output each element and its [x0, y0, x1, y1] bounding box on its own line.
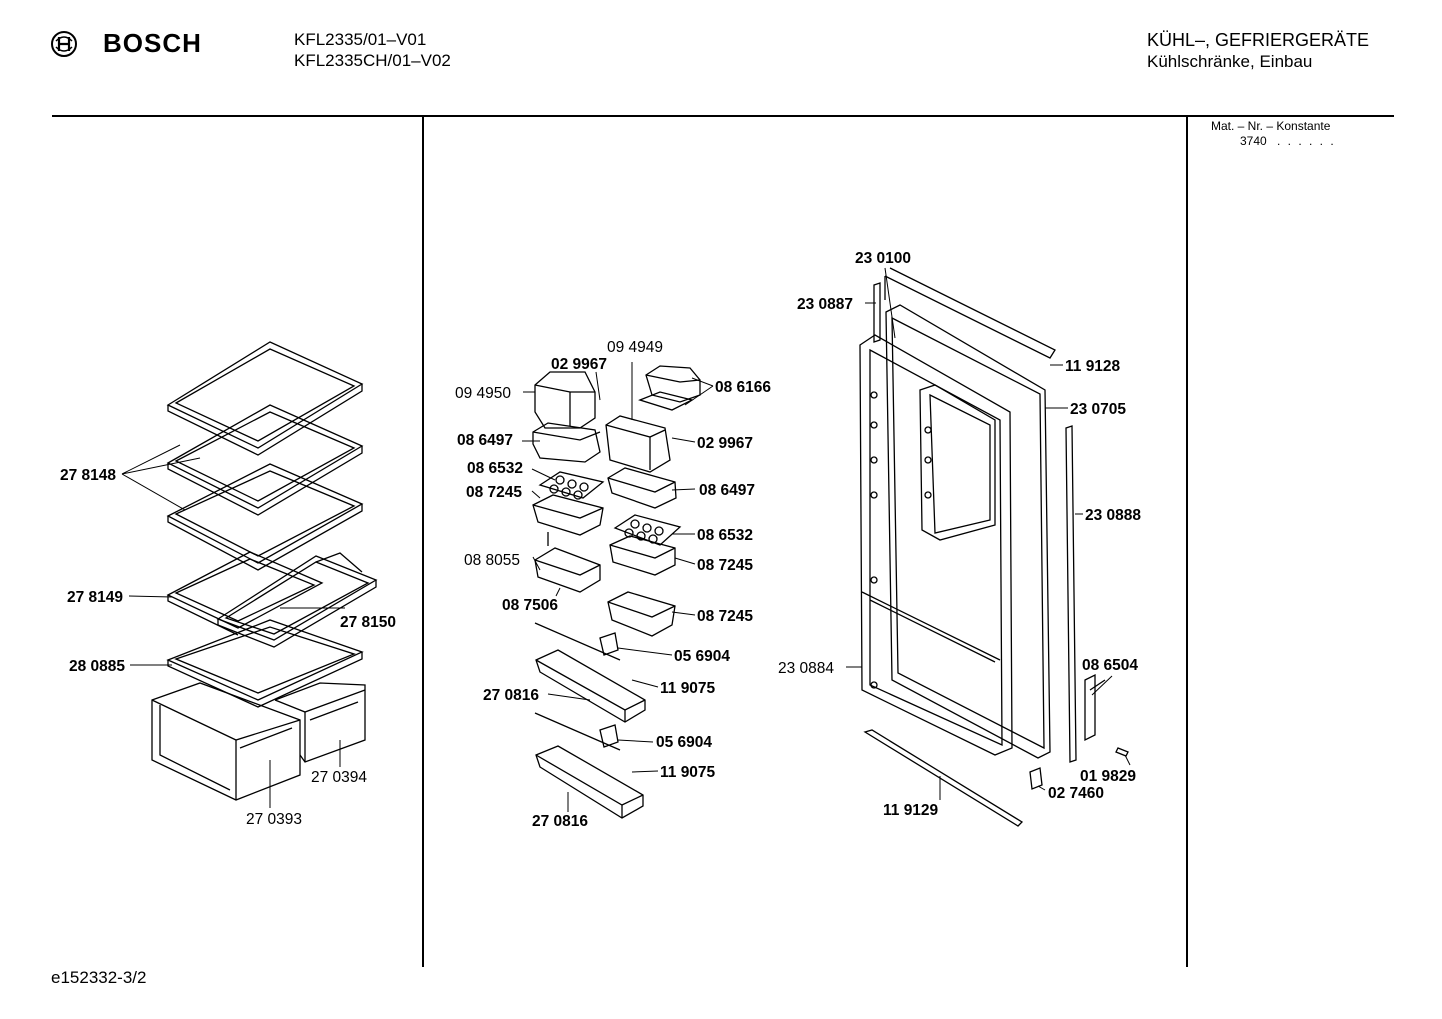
part-label-270816-a: 27 0816 [483, 687, 539, 704]
part-label-119128: 11 9128 [1065, 358, 1121, 375]
butter-compartment-left [534, 371, 596, 429]
crisper-drawer-right [274, 682, 366, 763]
door-assembly [859, 267, 1129, 827]
part-label-270393: 27 0393 [246, 811, 302, 828]
leader-lines [121, 267, 1131, 812]
door-stop [1029, 767, 1043, 790]
part-label-230888: 23 0888 [1085, 507, 1141, 524]
bottom-rail [863, 729, 1024, 827]
part-label-086497-b: 08 6497 [699, 482, 755, 499]
door-tray-upper [535, 649, 646, 723]
screw [1115, 747, 1129, 757]
part-labels: 27 8148 27 8149 27 8150 28 0885 27 0394 … [60, 250, 1141, 830]
part-label-029967-a: 02 9967 [551, 356, 607, 373]
subcategory-title: Kühlschränke, Einbau [1147, 52, 1313, 71]
part-label-280885: 28 0885 [69, 658, 125, 675]
bin-left-middle [534, 532, 601, 593]
part-label-086497-a: 08 6497 [457, 432, 513, 449]
model-number-2: KFL2335CH/01–V02 [294, 51, 451, 70]
clip-upper [534, 622, 621, 661]
part-label-056904-a: 05 6904 [674, 648, 730, 665]
half-shelf-left [166, 551, 324, 636]
egg-bin-right [609, 535, 676, 576]
part-label-230705: 23 0705 [1070, 401, 1126, 418]
glass-shelf-3 [166, 463, 364, 571]
part-label-094950: 09 4950 [455, 385, 511, 402]
part-label-087506: 08 7506 [502, 597, 558, 614]
part-label-230887: 23 0887 [797, 296, 853, 313]
clip-lower [534, 712, 621, 751]
door-tray-lower [535, 745, 644, 819]
butter-compartment-right [638, 365, 701, 411]
part-label-087245-a: 08 7245 [466, 484, 522, 501]
frame-lines [52, 115, 1394, 967]
door-gasket-frame [885, 304, 1051, 759]
part-label-270816-b: 27 0816 [532, 813, 588, 830]
compartment-base-right [607, 467, 677, 509]
egg-tray-left [538, 471, 605, 500]
part-label-270394: 27 0394 [311, 769, 367, 786]
part-label-056904-b: 05 6904 [656, 734, 712, 751]
glass-shelf-2 [166, 404, 364, 516]
hinge-bracket [1084, 673, 1106, 742]
part-label-230884: 23 0884 [778, 660, 834, 677]
bosch-logo-icon [51, 31, 77, 57]
side-strip-left [873, 282, 881, 343]
part-label-278149: 27 8149 [67, 589, 123, 606]
half-shelf-right [216, 552, 378, 648]
part-label-086166: 08 6166 [715, 379, 771, 396]
part-label-086504: 08 6504 [1082, 657, 1138, 674]
small-bin-right [607, 591, 676, 637]
part-label-019829: 01 9829 [1080, 768, 1136, 785]
egg-bin-left [532, 494, 604, 536]
compartment-base-left [532, 422, 601, 463]
part-label-088055: 08 8055 [464, 552, 520, 569]
part-label-230100: 23 0100 [855, 250, 911, 267]
brand-name: BOSCH [103, 28, 202, 58]
compartment-right [605, 415, 671, 473]
part-label-087245-b: 08 7245 [697, 557, 753, 574]
shelves-assembly [151, 341, 378, 801]
part-label-119075-b: 11 9075 [660, 764, 716, 781]
part-label-086532-b: 08 6532 [697, 527, 753, 544]
door-top-seal [884, 267, 1056, 359]
door-liner [859, 334, 1013, 756]
material-dots: . . . . . . [1277, 134, 1336, 148]
part-label-278148: 27 8148 [60, 467, 116, 484]
part-label-029967-b: 02 9967 [697, 435, 753, 452]
part-label-087245-c: 08 7245 [697, 608, 753, 625]
side-strip-right [1065, 425, 1077, 763]
part-label-094949: 09 4949 [607, 339, 663, 356]
model-number-1: KFL2335/01–V01 [294, 30, 427, 49]
material-label: Mat. – Nr. – Konstante [1211, 119, 1331, 133]
bottom-shelf [166, 619, 364, 708]
crisper-drawer-left [151, 682, 301, 801]
part-label-278150: 27 8150 [340, 614, 396, 631]
part-label-086532-a: 08 6532 [467, 460, 523, 477]
material-value: 3740 [1240, 134, 1267, 148]
door-bins-assembly [532, 365, 701, 819]
part-label-119075-a: 11 9075 [660, 680, 716, 697]
part-label-119129: 11 9129 [883, 802, 939, 819]
glass-shelf-1 [166, 341, 364, 456]
document-code: e152332-3/2 [51, 968, 147, 987]
part-label-027460: 02 7460 [1048, 785, 1104, 802]
category-title: KÜHL–, GEFRIERGERÄTE [1147, 30, 1370, 50]
